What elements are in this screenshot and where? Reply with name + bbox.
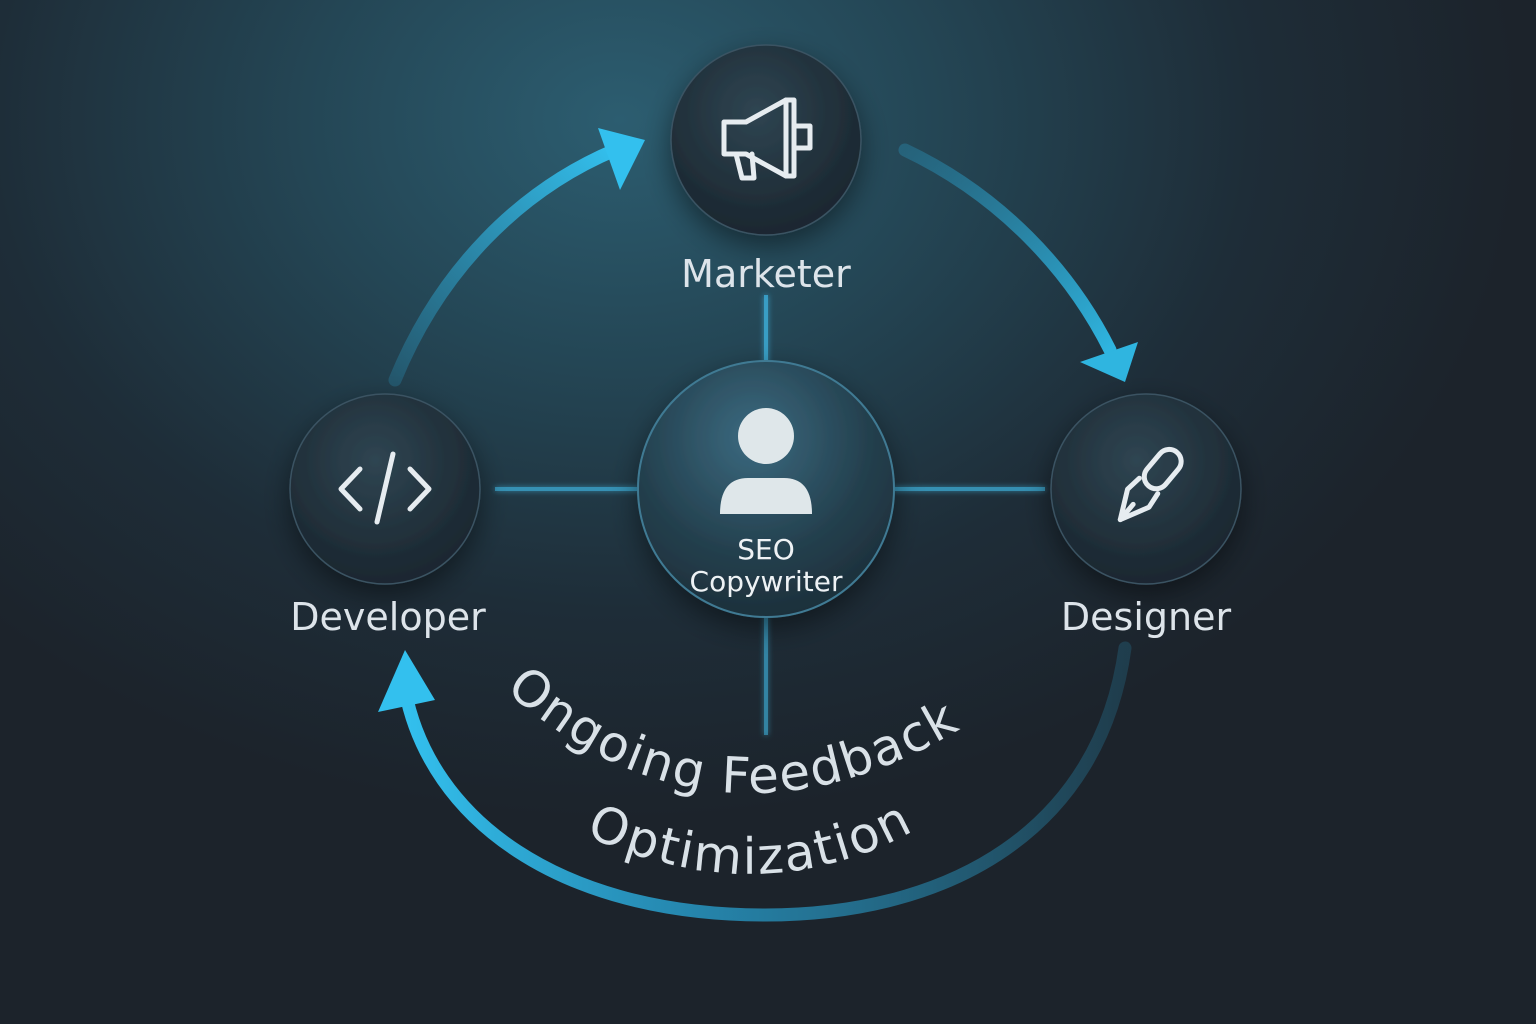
developer-label: Developer	[290, 595, 486, 639]
cycle-label-line1: Ongoing Feedback	[497, 655, 968, 806]
arrowhead-designer	[1080, 342, 1138, 382]
code-icon	[338, 451, 432, 525]
user-icon	[720, 408, 812, 514]
cycle-label-line1-path: Ongoing Feedback	[497, 655, 966, 806]
arrow-designer-to-developer	[398, 641, 1132, 922]
arrow-developer-to-marketer	[388, 143, 622, 387]
node-marketer: Marketer	[670, 44, 862, 296]
marketer-label: Marketer	[681, 252, 851, 296]
pen-nib-icon	[1117, 446, 1184, 523]
designer-label: Designer	[1061, 595, 1232, 639]
connectors	[495, 295, 1045, 735]
marketer-circle	[670, 44, 862, 236]
arrow-marketer-to-designer	[898, 143, 1117, 357]
center-label-line2: Copywriter	[690, 565, 843, 598]
arrowhead-developer	[378, 650, 435, 712]
node-center: SEO Copywriter	[637, 360, 895, 618]
arrowhead-marketer	[598, 128, 645, 190]
node-developer: Developer	[289, 393, 486, 639]
designer-circle	[1050, 393, 1242, 585]
node-designer: Designer	[1050, 393, 1242, 639]
cycle-arrows	[378, 128, 1138, 922]
center-label-line1: SEO	[737, 533, 795, 566]
megaphone-icon	[721, 97, 813, 181]
